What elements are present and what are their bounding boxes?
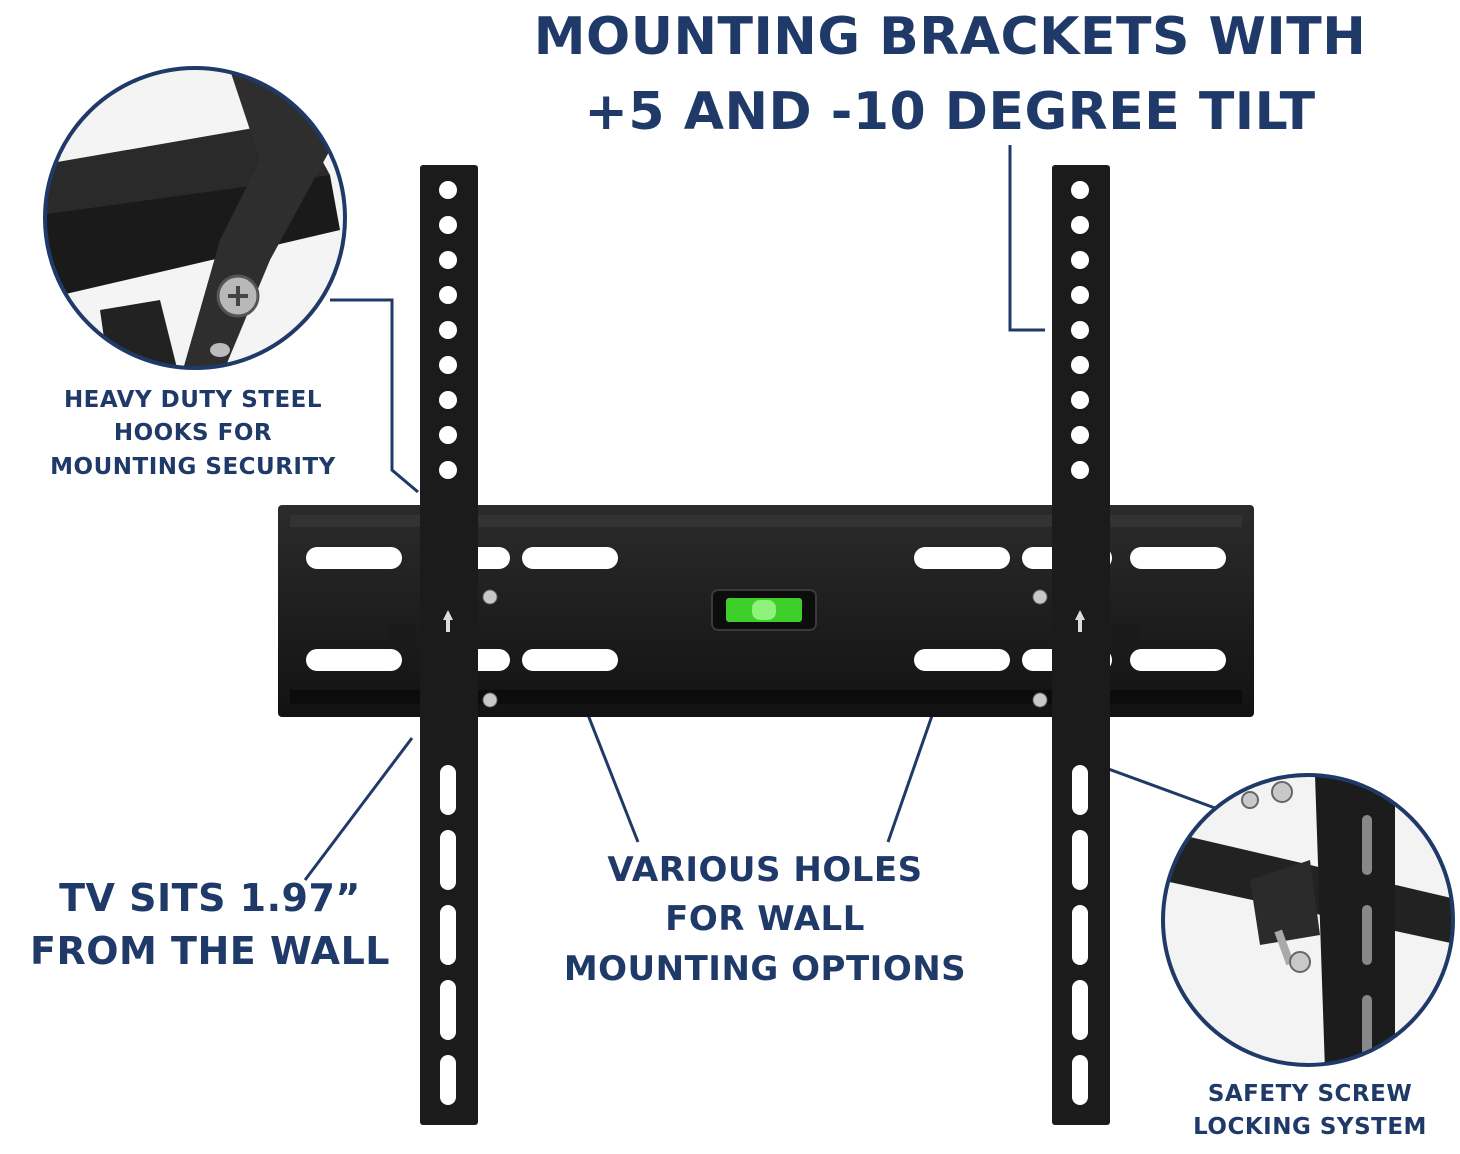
main-title-line-1: MOUNTING BRACKETS WITH xyxy=(533,7,1367,67)
wall-distance-line-1: TV SITS 1.97” xyxy=(59,876,361,920)
holes-callout-label: VARIOUS HOLES FOR WALL MOUNTING OPTIONS xyxy=(520,846,1010,994)
hooks-callout-line-2: HOOKS FOR xyxy=(113,420,273,447)
main-title-line-2: +5 AND -10 DEGREE TILT xyxy=(584,82,1316,143)
hooks-callout-label: HEAVY DUTY STEEL HOOKS FOR MOUNTING SECU… xyxy=(18,384,368,484)
hooks-callout-line-1: HEAVY DUTY STEEL xyxy=(63,387,323,413)
right-vertical-bracket xyxy=(1052,165,1110,1125)
left-vertical-bracket xyxy=(420,165,478,1125)
safety-callout-line-2: LOCKING SYSTEM xyxy=(1193,1114,1427,1141)
holes-callout-line-2: FOR WALL xyxy=(665,899,865,940)
hook-detail-circle xyxy=(43,66,347,370)
leader-line-hooks xyxy=(330,298,419,494)
wall-distance-callout-label: TV SITS 1.97” FROM THE WALL xyxy=(0,872,420,978)
leader-line-safety xyxy=(1091,761,1216,810)
bubble-level xyxy=(711,589,817,631)
safety-callout-line-1: SAFETY SCREW xyxy=(1207,1081,1413,1107)
safety-callout-label: SAFETY SCREW LOCKING SYSTEM xyxy=(1160,1078,1460,1145)
holes-callout-line-1: VARIOUS HOLES xyxy=(607,850,923,890)
leader-line-tilt xyxy=(1008,145,1045,332)
safety-screw-detail-circle xyxy=(1161,773,1455,1067)
hooks-callout-line-3: MOUNTING SECURITY xyxy=(50,453,336,480)
wall-distance-line-2: FROM THE WALL xyxy=(29,929,391,974)
main-title: MOUNTING BRACKETS WITH +5 AND -10 DEGREE… xyxy=(440,0,1460,151)
leader-line-wall-distance xyxy=(303,737,414,881)
leader-lines xyxy=(303,145,1216,881)
holes-callout-line-3: MOUNTING OPTIONS xyxy=(563,948,967,989)
